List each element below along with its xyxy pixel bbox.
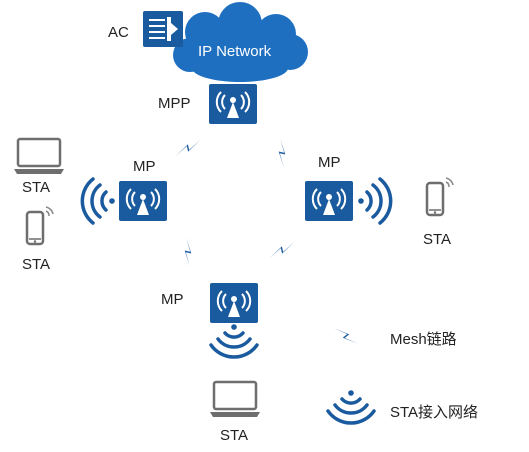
sta-label-laptop-bottom: STA	[220, 427, 249, 444]
wifi-signal-icon-right	[358, 177, 393, 225]
wifi-signal-icon-left	[80, 177, 115, 225]
phone-icon-left	[25, 210, 45, 246]
mesh-link-icon	[176, 133, 200, 163]
mp-label-right: MP	[318, 154, 341, 171]
mpp-label: MPP	[158, 95, 191, 112]
sta-label-phone-right: STA	[423, 231, 452, 248]
mp-ap-icon-bottom	[209, 282, 259, 324]
mp-label-bottom: MP	[161, 291, 184, 308]
laptop-icon-bottom	[208, 380, 262, 419]
legend-mesh-link-icon	[332, 328, 360, 344]
mesh-link-icon	[270, 235, 294, 265]
legend-mesh-link-label: Mesh链路	[390, 331, 457, 348]
phone-signal-icon-right	[445, 177, 454, 188]
legend-sta-access-label: STA接入网络	[390, 404, 479, 421]
ac-label: AC	[108, 24, 129, 41]
ac-controller-icon	[143, 11, 183, 47]
mp-ap-icon-right	[304, 180, 354, 222]
ip-network-label: IP Network	[198, 43, 272, 60]
phone-icon-right	[425, 181, 445, 217]
ip-network-cloud	[173, 2, 308, 82]
legend-sta-access-icon	[326, 390, 376, 425]
mesh-link-icon	[270, 138, 294, 168]
laptop-icon-left	[12, 137, 66, 176]
sta-label-phone-left: STA	[22, 256, 51, 273]
mpp-ap-icon	[208, 83, 258, 125]
sta-label-laptop-left: STA	[22, 179, 51, 196]
mp-label-left: MP	[133, 158, 156, 175]
mesh-link-icon	[176, 237, 200, 267]
phone-signal-icon-left	[45, 206, 54, 217]
wifi-signal-icon-bottom	[209, 324, 259, 359]
mp-ap-icon-left	[118, 180, 168, 222]
